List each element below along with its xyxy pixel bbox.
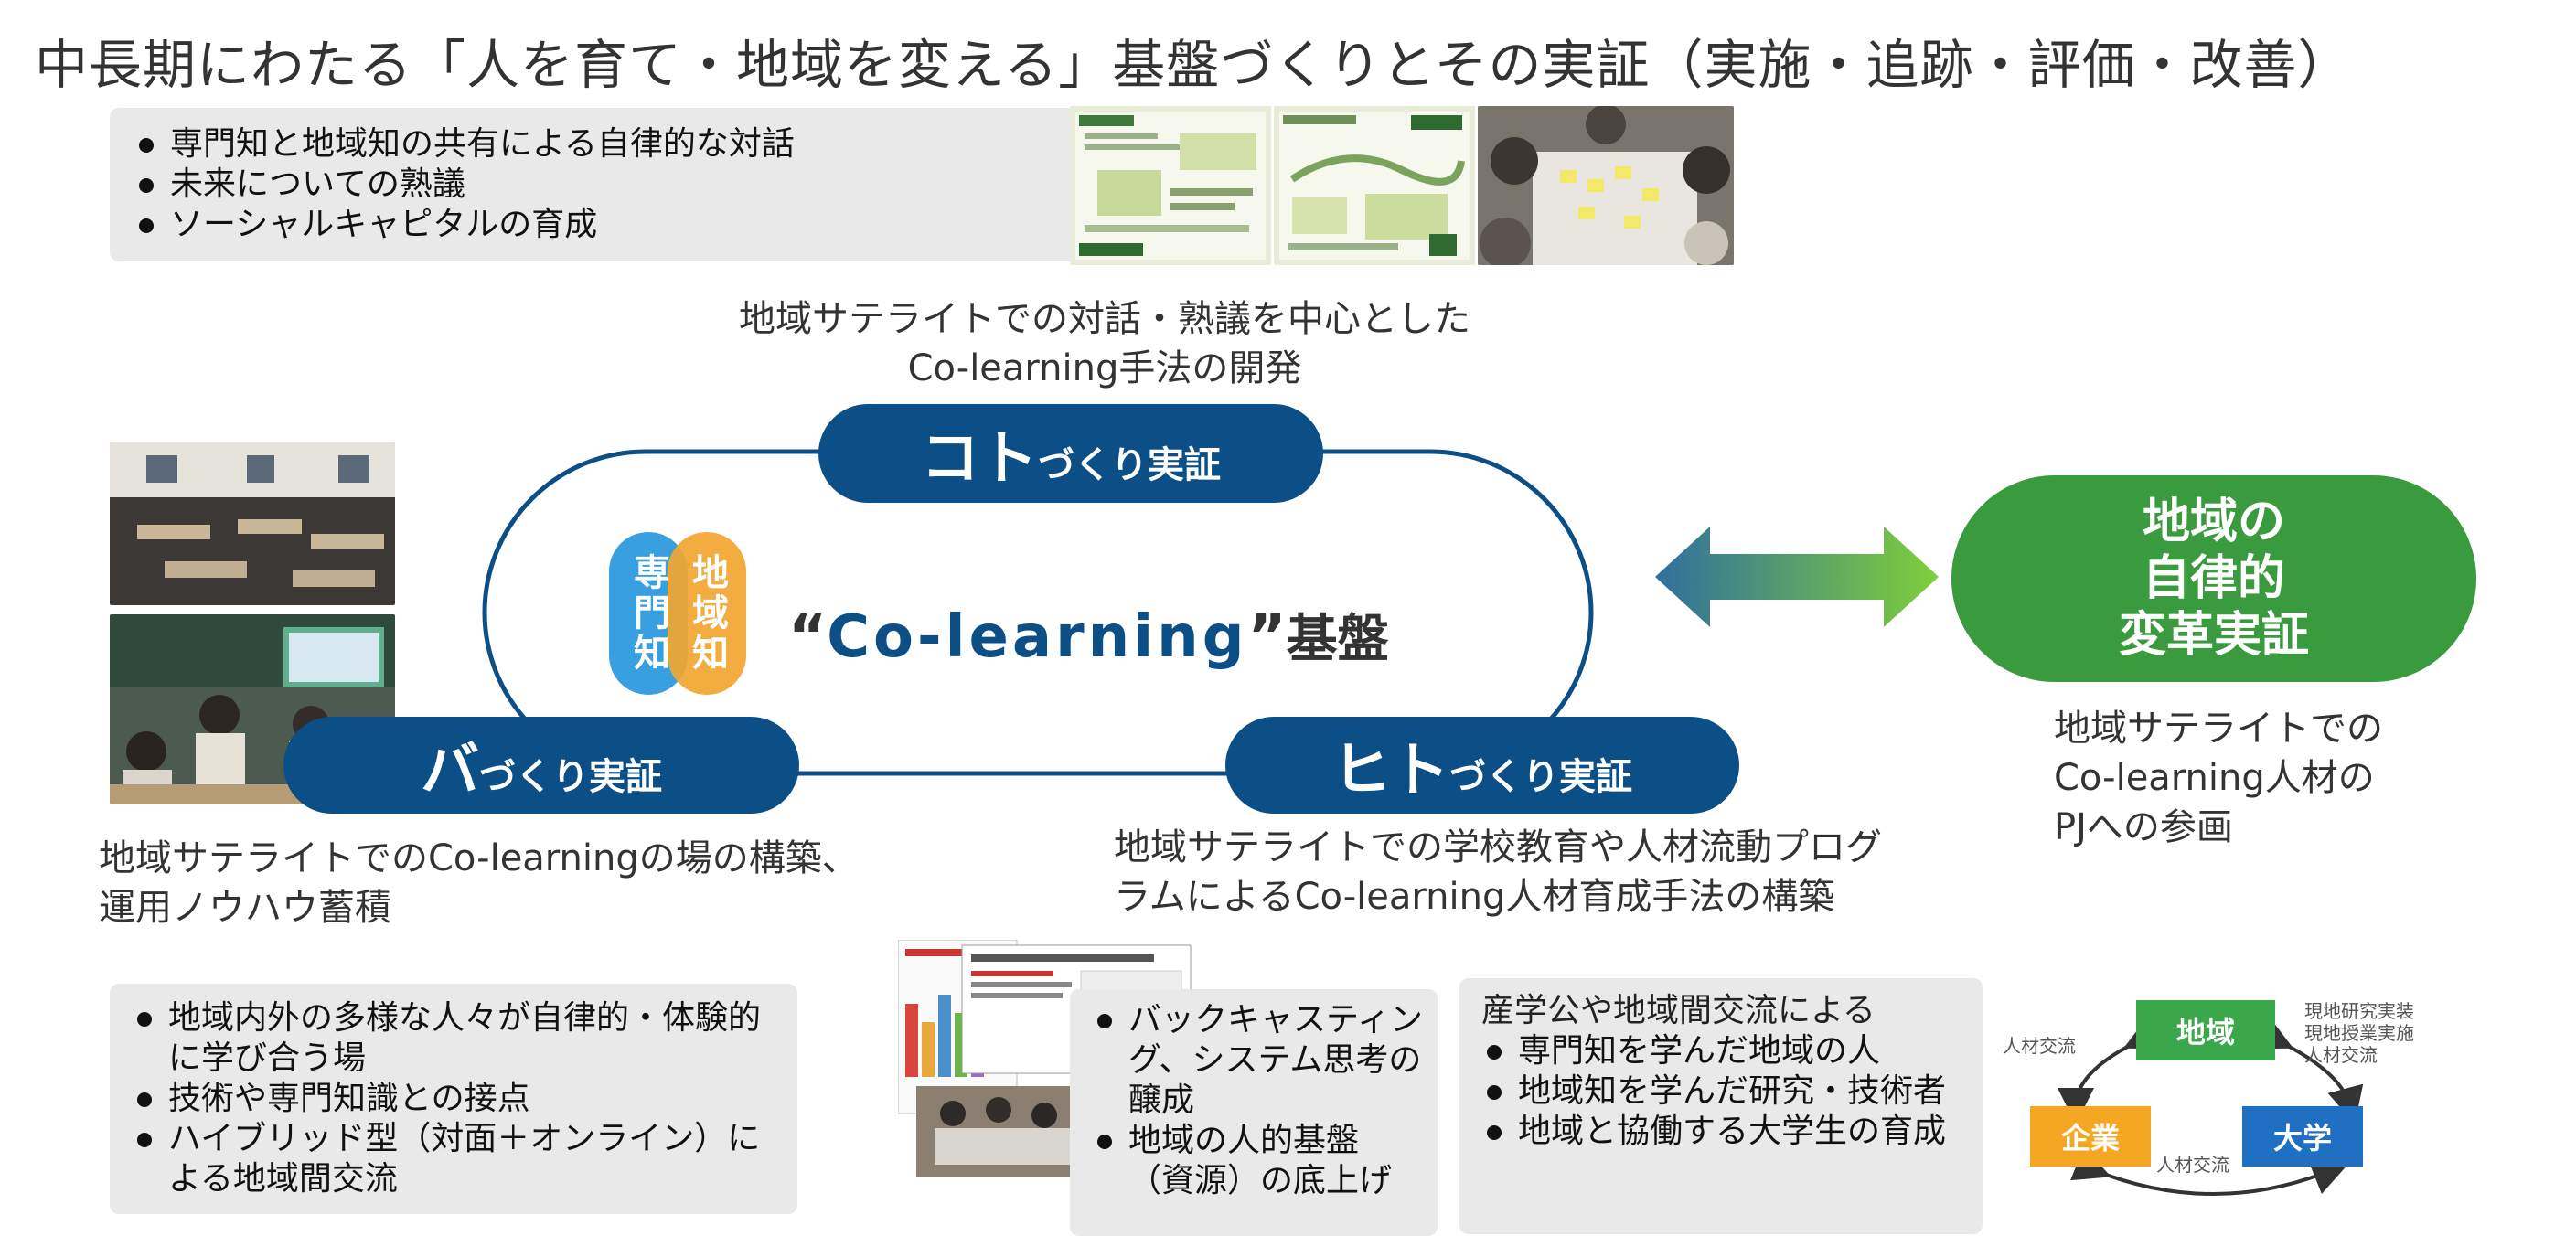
- region-caption-line-3: PJへの参画: [2054, 806, 2233, 848]
- cycle-node-region-label: 地域: [2175, 1015, 2235, 1050]
- top-bullet-box: 専門知と地域知の共有による自律的な対話 未来についての熟議 ソーシャルキャピタル…: [110, 108, 1079, 261]
- hito-pill-small: づくり実証: [1449, 756, 1632, 798]
- koto-caption: 地域サテライトでの対話・熟議を中心とした Co-learning手法の開発: [739, 294, 1470, 393]
- page-title: 中長期にわたる「人を育て・地域を変える」基盤づくりとその実証（実施・追跡・評価・…: [35, 34, 2352, 96]
- list-item: 専門知を学んだ地域の人: [1481, 1031, 1946, 1071]
- hito-pill: ヒトづくり実証: [1225, 717, 1739, 814]
- cycle-right-label-2: 現地授業実施: [2304, 1022, 2414, 1044]
- cycle-node-university-label: 大学: [2272, 1121, 2332, 1156]
- list-item: 未来についての熟議: [134, 165, 795, 205]
- cycle-node-region: 地域: [2136, 1000, 2275, 1060]
- cycle-node-university: 大学: [2242, 1106, 2363, 1167]
- ba-bullet-box: 地域内外の多様な人々が自律的・体験的に学び合う場 技術や専門知識との接点 ハイブ…: [110, 984, 797, 1214]
- ba-caption-line-1: 地域サテライトでのCo-learningの場の構築、: [99, 837, 859, 879]
- hito-caption: 地域サテライトでの学校教育や人材流動プログ ラムによるCo-learning人材…: [1114, 823, 1882, 922]
- list-item: 地域と協働する大学生の育成: [1481, 1112, 1946, 1152]
- local-knowledge-label: 地域知: [686, 553, 728, 674]
- region-line-3: 変革実証: [2118, 608, 2309, 663]
- koto-caption-line-2: Co-learning手法の開発: [907, 347, 1302, 389]
- ba-pill-small: づくり実証: [479, 756, 662, 798]
- hito-caption-line-2: ラムによるCo-learning人材育成手法の構築: [1114, 876, 1835, 918]
- region-caption: 地域サテライトでの Co-learning人材の PJへの参画: [2054, 704, 2383, 852]
- cycle-bottom-label: 人材交流: [2156, 1154, 2229, 1176]
- list-item: 地域の人的基盤（資源）の底上げ: [1092, 1121, 1423, 1201]
- discussion-photo: [1478, 106, 1734, 265]
- hito-bullet-list: バックキャスティング、システム思考の醸成 地域の人的基盤（資源）の底上げ: [1092, 1000, 1423, 1201]
- list-item: ハイブリッド型（対面＋オンライン）による地域間交流: [132, 1119, 781, 1199]
- double-arrow-icon: [1655, 527, 1939, 627]
- whiteboard-photo-2: [1274, 106, 1475, 265]
- cycle-right-labels: 現地研究実装 現地授業実施 人材交流: [2304, 1000, 2414, 1066]
- ba-caption-line-2: 運用ノウハウ蓄積: [99, 887, 391, 929]
- co-learning-text: Co-learning: [827, 603, 1248, 671]
- quote-close: ”: [1247, 603, 1287, 671]
- region-line-1: 地域の: [2142, 495, 2285, 549]
- koto-pill-small: づくり実証: [1038, 444, 1221, 486]
- hito-bullet-box: バックキャスティング、システム思考の醸成 地域の人的基盤（資源）の底上げ: [1070, 989, 1438, 1236]
- foundation-text: 基盤: [1286, 610, 1389, 669]
- list-item: 地域内外の多様な人々が自律的・体験的に学び合う場: [132, 998, 781, 1079]
- cycle-node-company: 企業: [2030, 1106, 2151, 1167]
- region-caption-line-2: Co-learning人材の: [2054, 757, 2375, 799]
- list-item: 地域知を学んだ研究・技術者: [1481, 1071, 1946, 1112]
- co-learning-label: “Co-learning”基盤: [788, 598, 1389, 672]
- quote-open: “: [788, 603, 828, 671]
- cycle-left-label: 人材交流: [2003, 1035, 2076, 1057]
- region-transformation-pill: 地域の 自律的 変革実証: [1951, 475, 2476, 682]
- cycle-right-label-1: 現地研究実装: [2304, 1000, 2414, 1022]
- exchange-heading: 産学公や地域間交流による: [1481, 992, 1876, 1029]
- local-knowledge-circle: 地域知: [668, 532, 746, 695]
- list-item: ソーシャルキャピタルの育成: [134, 205, 795, 245]
- ba-caption: 地域サテライトでのCo-learningの場の構築、 運用ノウハウ蓄積: [99, 834, 859, 932]
- cycle-arrows-icon: [2058, 1016, 2364, 1196]
- exchange-cycle-diagram: 地域 企業 大学 人材交流 現地研究実装 現地授業実施 人材交流 人材交流: [2003, 980, 2570, 1227]
- ba-pill-big: バ: [421, 737, 479, 804]
- cycle-right-label-3: 人材交流: [2304, 1044, 2378, 1066]
- ba-bullet-list: 地域内外の多様な人々が自律的・体験的に学び合う場 技術や専門知識との接点 ハイブ…: [132, 998, 781, 1199]
- list-item: 専門知と地域知の共有による自律的な対話: [134, 124, 795, 165]
- koto-pill-big: コト: [921, 425, 1038, 493]
- whiteboard-photo-1: [1070, 106, 1271, 265]
- hito-caption-line-1: 地域サテライトでの学校教育や人材流動プログ: [1114, 826, 1882, 868]
- cycle-node-company-label: 企業: [2060, 1121, 2120, 1156]
- list-item: 技術や専門知識との接点: [132, 1079, 781, 1119]
- region-caption-line-1: 地域サテライトでの: [2054, 708, 2383, 750]
- exchange-bullet-list: 専門知を学んだ地域の人 地域知を学んだ研究・技術者 地域と協働する大学生の育成: [1481, 1031, 1946, 1152]
- region-line-2: 自律的: [2142, 551, 2285, 606]
- koto-pill: コトづくり実証: [818, 404, 1323, 503]
- classroom-photo-1: [110, 442, 395, 605]
- hito-pill-big: ヒト: [1332, 737, 1449, 804]
- classroom-photo-2: [110, 614, 395, 804]
- exchange-box: 産学公や地域間交流による 専門知を学んだ地域の人 地域知を学んだ研究・技術者 地…: [1459, 978, 1983, 1234]
- ba-pill: バづくり実証: [283, 717, 799, 814]
- top-bullet-list: 専門知と地域知の共有による自律的な対話 未来についての熟議 ソーシャルキャピタル…: [134, 124, 795, 245]
- koto-caption-line-1: 地域サテライトでの対話・熟議を中心とした: [739, 298, 1470, 340]
- list-item: バックキャスティング、システム思考の醸成: [1092, 1000, 1423, 1121]
- expertise-label: 専門知: [627, 553, 669, 674]
